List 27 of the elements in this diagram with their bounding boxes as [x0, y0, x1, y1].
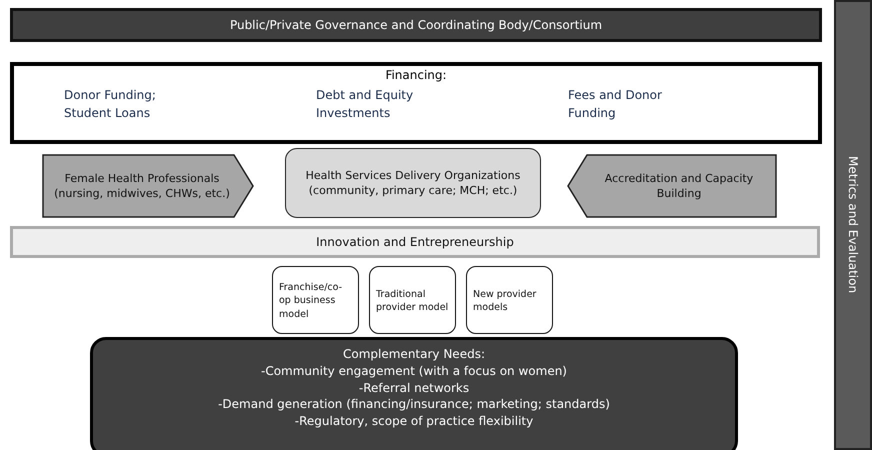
vertical-label: Metrics and Evaluation: [846, 156, 860, 294]
funding-label: Fees and Donor Funding: [568, 87, 663, 122]
box-label: Health Services Delivery Organizations (community, primary care; MCH; etc.): [304, 168, 522, 198]
list-item: -Demand generation (financing/insurance; marketing; standards): [217, 396, 611, 414]
box-label: Traditional provider model: [376, 288, 450, 314]
process-box: [285, 148, 541, 218]
band-label: Innovation and Entrepreneurship: [315, 234, 515, 250]
financing-box: [10, 62, 822, 144]
list-item: -Regulatory, scope of practice flexibility: [294, 413, 534, 430]
model-box: [369, 266, 456, 334]
heading-text: Financing:: [384, 68, 448, 82]
list-item: -Community engagement (with a focus on women): [260, 362, 568, 380]
list-item: -Referral networks: [358, 380, 470, 396]
shape-label: Female Health Professionals (nursing, midwives, CHWs, etc.): [53, 170, 231, 202]
band-label: Public/Private Governance and Coordinating Body/Consortium: [228, 16, 604, 34]
heading-text: Complementary Needs:: [342, 346, 486, 363]
header-bar: [10, 8, 822, 42]
needs-box: [90, 337, 738, 450]
band-box: [10, 226, 820, 258]
box-label: New provider models: [473, 288, 538, 314]
box-label: Franchise/co-op business model: [279, 281, 344, 321]
model-box: [466, 266, 553, 334]
side-bar: [834, 0, 872, 450]
model-box: [272, 266, 359, 334]
shape-label: Accreditation and Capacity Building: [604, 170, 754, 202]
funding-label: Donor Funding; Student Loans: [64, 87, 157, 122]
funding-label: Debt and Equity Investments: [316, 87, 414, 122]
